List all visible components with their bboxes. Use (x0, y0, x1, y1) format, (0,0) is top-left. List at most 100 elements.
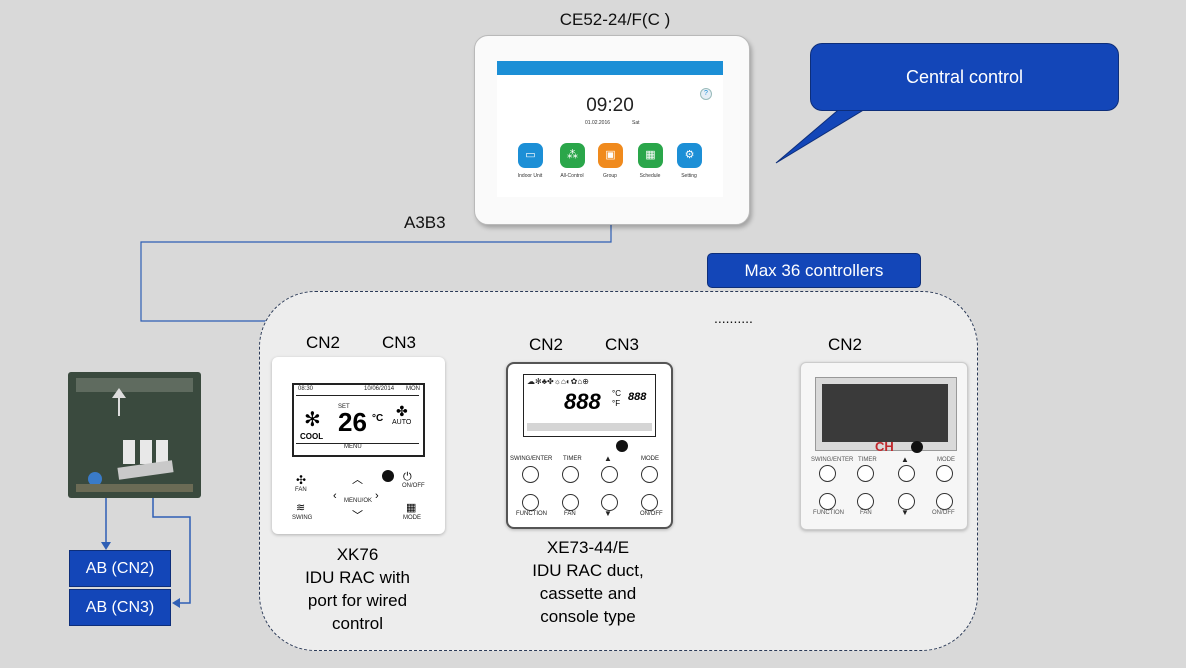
port-cn2-2: CN2 (529, 335, 564, 354)
central-control-callout: Central control (810, 43, 1119, 111)
pcb-arrow-shaft (118, 394, 120, 416)
xk76-menu: MENU (344, 444, 362, 450)
tablet-header-bar (497, 61, 723, 75)
down-chevron-icon[interactable]: ﹀ (352, 510, 363, 522)
schedule-label: Schedule (639, 173, 661, 179)
port-cn3-1: CN3 (382, 333, 417, 352)
xe73-temp: 888 (564, 389, 601, 414)
third-fan-button[interactable] (857, 493, 874, 510)
port-cn2-3: CN2 (828, 335, 863, 354)
xe73-caption-line: console type (540, 607, 636, 626)
xk76-caption-line: XK76 (336, 545, 379, 564)
xe73-up-label: ▲ (604, 454, 612, 463)
port-cn3-2: CN3 (605, 335, 640, 354)
schedule-icon[interactable]: ▦ (638, 143, 663, 168)
pcb-jack-1 (123, 440, 135, 464)
up-chevron-icon[interactable]: ︿ (352, 474, 363, 486)
up-button[interactable] (601, 466, 618, 483)
tablet-time: 09:20 (586, 95, 634, 116)
power-icon[interactable]: ⏻ (403, 471, 412, 483)
xk76-lcd: 08:30 10/06/2014 MON ✻ COOL SET 26 °C ✤ … (292, 383, 425, 457)
tablet-day: Sat (632, 120, 640, 126)
right-chevron-icon[interactable]: › (375, 490, 379, 502)
xk76-set: SET (338, 404, 350, 410)
pcb-arrow-icon (112, 388, 126, 398)
xe73-swing-label: SWING/ENTER (510, 456, 553, 462)
xk76-caption: XK76 IDU RAC with port for wired control (280, 543, 435, 635)
third-swing-label: SWING/ENTER (811, 457, 854, 463)
third-fan-label: FAN (860, 510, 872, 516)
xk76-menu-ok[interactable]: MENU/OK (344, 498, 373, 504)
sensor-dot (382, 470, 394, 482)
third-timer-button[interactable] (857, 465, 874, 482)
xk76-caption-line: control (331, 614, 384, 633)
fan-button[interactable] (562, 494, 579, 511)
xe73-caption-line: cassette and (539, 584, 637, 603)
indoor-unit-label: Indoor Unit (517, 173, 543, 179)
group-label: Group (603, 173, 617, 179)
xe73-onoff-label: ON/OFF (640, 511, 663, 517)
brand-logo-icon: CH (875, 439, 894, 454)
timer-button[interactable] (562, 466, 579, 483)
xe73-unit-c: °C (612, 389, 621, 398)
indoor-unit-icon[interactable]: ▭ (518, 143, 543, 168)
all-control-label: All-Control (560, 173, 584, 179)
function-button[interactable] (522, 494, 539, 511)
group-icon[interactable]: ▣ (598, 143, 623, 168)
third-onoff-button[interactable] (936, 493, 953, 510)
third-up-label: ▲ (901, 455, 909, 464)
arrow-cn2 (101, 542, 111, 550)
xe73-function-bar (527, 423, 652, 431)
pcb-jack-2 (140, 440, 152, 464)
third-mode-label: MODE (937, 457, 955, 463)
onoff-button[interactable] (641, 494, 658, 511)
swing-icon[interactable]: ≋ (296, 502, 306, 514)
xk76-mode: COOL (300, 432, 324, 441)
all-control-icon[interactable]: ⁂ (560, 143, 585, 168)
ab-cn3-box: AB (CN3) (69, 589, 171, 626)
pcb-connector (76, 378, 193, 392)
third-function-button[interactable] (819, 493, 836, 510)
third-onoff-label: ON/OFF (932, 510, 955, 516)
xk76-caption-line: port for wired (307, 591, 408, 610)
xk76-date: 10/06/2014 (364, 386, 395, 392)
xk76-weekday: MON (406, 386, 420, 392)
xe73-small-readout: 888 (628, 391, 647, 403)
mode-button[interactable] (641, 466, 658, 483)
bus-label: A3B3 (404, 213, 446, 232)
xk76-controller: 08:30 10/06/2014 MON ✻ COOL SET 26 °C ✤ … (272, 357, 445, 534)
port-cn2-1: CN2 (306, 333, 341, 352)
ab-cn2-box: AB (CN2) (69, 550, 171, 587)
third-swing-button[interactable] (819, 465, 836, 482)
xe73-caption-line: XE73-44/E (546, 538, 630, 557)
xe73-timer-label: TIMER (563, 456, 582, 462)
xe73-controller: ☁✻♣✤☼⌂◐✿⌂⊕ 888 °C °F 888 SWING/ENTER TIM… (506, 362, 673, 529)
xe73-caption-line: IDU RAC duct, (532, 561, 644, 580)
left-chevron-icon[interactable]: ‹ (333, 490, 337, 502)
xe73-mode-label: MODE (641, 456, 659, 462)
third-down-label: ▼ (901, 508, 909, 517)
help-icon[interactable]: ? (700, 88, 712, 100)
tablet-date: 01.02.2016 (585, 120, 611, 126)
xk76-divider-2 (296, 443, 419, 444)
central-controller-model: CE52-24/F(C ) (559, 10, 671, 29)
pcb-capacitor (88, 472, 102, 486)
fan-button-icon[interactable]: ✣ (296, 473, 307, 487)
down-button[interactable] (601, 494, 618, 511)
third-function-label: FUNCTION (813, 510, 844, 516)
tablet-screen: ? 09:20 01.02.2016 Sat ▭ ⁂ ▣ ▦ ⚙ Indoor … (497, 61, 723, 197)
snowflake-icon: ✻ (304, 409, 321, 431)
pcb-board (68, 372, 201, 498)
xk76-fan-label: FAN (295, 487, 307, 493)
swing-enter-button[interactable] (522, 466, 539, 483)
pcb-bottom-header (76, 484, 193, 492)
third-mode-button[interactable] (936, 465, 953, 482)
third-up-button[interactable] (898, 465, 915, 482)
third-lcd-frame (815, 377, 957, 451)
mode-icon[interactable]: ▦ (406, 502, 417, 514)
xk76-mode-label: MODE (403, 515, 421, 521)
third-down-button[interactable] (898, 493, 915, 510)
xe73-lcd: ☁✻♣✤☼⌂◐✿⌂⊕ 888 °C °F 888 (523, 374, 656, 437)
setting-icon[interactable]: ⚙ (677, 143, 702, 168)
sensor-dot (616, 440, 628, 452)
